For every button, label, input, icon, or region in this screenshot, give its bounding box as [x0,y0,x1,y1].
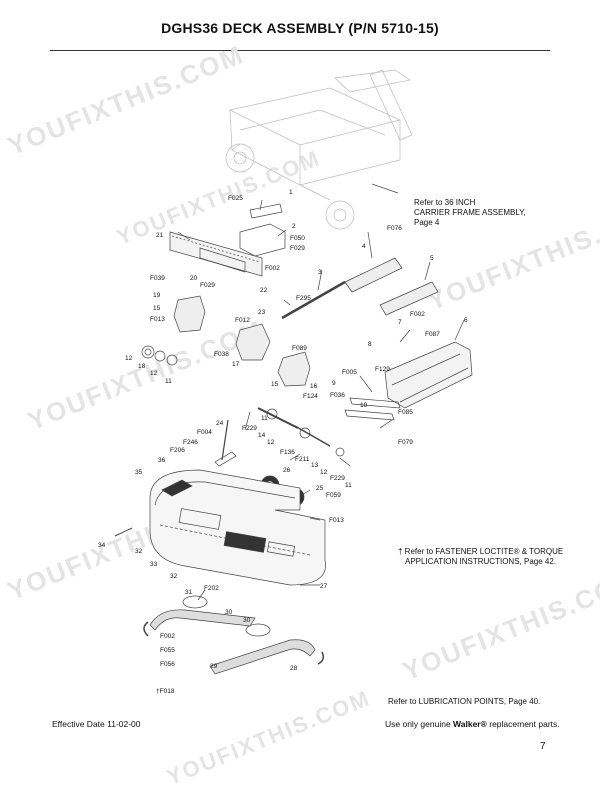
callout: F087 [425,331,440,338]
callout: F085 [398,409,413,416]
callout: F076 [387,225,402,232]
callout: F025 [228,195,243,202]
callout: 1 [289,189,293,196]
callout: 19 [153,292,161,299]
page-number: 7 [540,741,546,752]
callout: 36 [158,457,166,464]
callout: 34 [98,542,106,549]
callout: F246 [183,439,198,446]
title-rule [50,50,550,51]
callout: 33 [150,561,158,568]
callout: F079 [398,439,413,446]
callout: F056 [160,661,175,668]
callout: 17 [232,361,240,368]
callout: 12 [267,439,275,446]
loctite-note: † Refer to FASTENER LOCTITE® & TORQUE AP… [398,547,564,566]
callout: F202 [204,585,219,592]
callout: 12 [150,370,158,377]
callout: 15 [271,381,279,388]
callout: F002 [265,265,280,272]
callout: 7 [398,319,402,326]
callout: 30 [243,617,251,624]
callout: F004 [197,429,212,436]
callout: F055 [160,647,175,654]
callout: †F018 [156,688,175,695]
callout: F013 [150,316,165,323]
callout: F012 [235,317,250,324]
callout: F229 [242,425,257,432]
callout: 27 [320,583,328,590]
callout: 20 [190,275,198,282]
mower-deck-drawing [149,469,326,586]
genuine-parts-note: Use only genuine Walker® replacement par… [385,719,560,729]
gearbox-right-drawing [277,351,311,387]
callout: 16 [310,383,318,390]
callout: 14 [258,432,266,439]
blade-right-drawing [209,639,316,675]
callout: 28 [290,665,298,672]
callout: 29 [210,663,218,670]
callout: 32 [170,573,178,580]
callout: F013 [329,517,344,524]
callout: 23 [258,309,266,316]
callout: F211 [295,456,310,463]
callout: F124 [303,393,318,400]
gearbox-center-drawing [235,323,271,361]
callout: F295 [296,295,311,302]
callout: 9 [332,380,336,387]
callout: F038 [214,351,229,358]
callout: F059 [326,492,341,499]
callout: 26 [283,467,291,474]
callout: 11 [165,378,172,385]
callout: F206 [170,447,185,454]
callout: F005 [342,369,357,376]
callout: 32 [135,548,143,555]
effective-date: Effective Date 11-02-00 [52,719,141,729]
callout: 24 [216,420,224,427]
callout: F089 [292,345,307,352]
callout: 15 [153,305,161,312]
callout: F036 [330,392,345,399]
callout: 21 [156,232,164,239]
callout: F002 [160,633,175,640]
callout: 5 [430,255,434,262]
callout: F029 [200,282,215,289]
callout: 13 [311,462,319,469]
discharge-chute-drawing [384,341,473,409]
callout: 10 [360,402,368,409]
callout: 11 [345,482,352,489]
cover-plate-drawing [169,231,263,277]
gearbox-left-drawing [173,295,206,333]
callouts: 1 F025 2 F050 F029 21 F076 4 F002 20 5 F… [98,189,468,695]
callout: F050 [290,235,305,242]
page-title: DGHS36 DECK ASSEMBLY (P/N 5710-15) [161,20,439,36]
callout: F136 [280,449,295,456]
callout: 6 [464,317,468,324]
blade-left-drawing [149,609,256,631]
callout: 2 [292,223,296,230]
carrier-frame-note: Refer to 36 INCH CARRIER FRAME ASSEMBLY,… [414,198,526,227]
callout: 25 [316,485,324,492]
callout: 30 [225,609,233,616]
callout: 8 [368,341,372,348]
callout: 12 [125,355,133,362]
callout: F039 [150,275,165,282]
callout: F129 [375,366,390,373]
carrier-frame-drawing [225,69,413,230]
callout: 3 [318,269,322,276]
callout: 12 [320,469,328,476]
callout: 22 [260,287,268,294]
callout: 35 [135,469,143,476]
callout: F002 [410,311,425,318]
callout: 31 [185,589,193,596]
lubrication-note: Refer to LUBRICATION POINTS, Page 40. [388,697,541,706]
callout: 18 [138,363,146,370]
callout: 11 [261,415,268,422]
callout: F229 [330,475,345,482]
callout: 4 [362,243,366,250]
callout: F029 [290,245,305,252]
